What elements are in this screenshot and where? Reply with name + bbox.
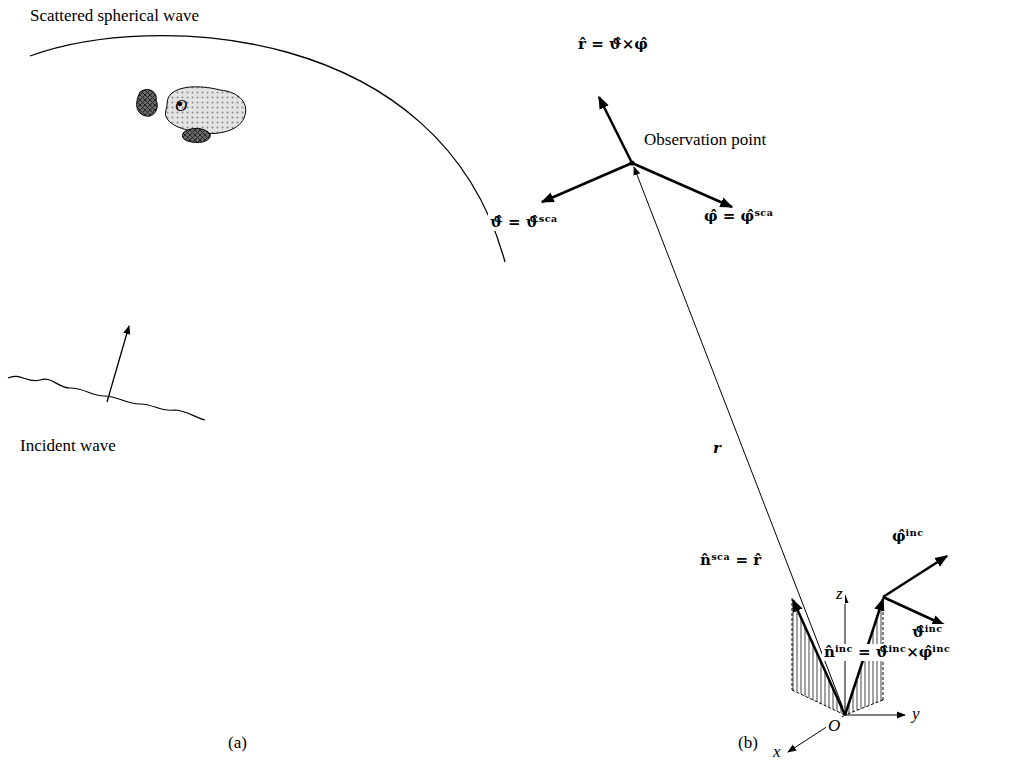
y-axis — [845, 715, 905, 716]
theta-inc-vector — [883, 597, 944, 625]
incident-arrow — [107, 326, 129, 402]
vector-label: ϑ̂ⁱⁿᶜ — [910, 624, 945, 641]
plane-edge — [845, 700, 883, 715]
origin-label: O — [175, 96, 187, 116]
scatterer-blob — [165, 87, 245, 134]
scatterer-blob — [182, 128, 210, 142]
panel-label: (a) — [228, 733, 247, 753]
theta-sca-vector — [542, 163, 632, 202]
vector-label: r̂ = ϑ̂×φ̂ — [576, 36, 650, 53]
scatterer-blob — [137, 90, 158, 117]
phi-sca-vector — [632, 163, 732, 207]
axis-label: x — [771, 742, 783, 762]
wave-front — [30, 36, 505, 262]
point-label: Observation point — [642, 130, 768, 150]
heading-label: Scattered spherical wave — [30, 6, 199, 26]
vector-label: ϑ̂ = ϑ̂ˢᶜᵃ — [488, 214, 560, 231]
phi-inc-vector — [883, 556, 947, 597]
panel-label: (b) — [738, 733, 758, 753]
plane-edge — [792, 598, 793, 690]
origin-label: O — [826, 716, 842, 736]
axis-label: z — [834, 584, 845, 604]
caption-label: Incident wave — [20, 436, 116, 456]
axis-label: y — [910, 704, 922, 724]
vector-label: φ̂ⁱⁿᶜ — [890, 528, 925, 545]
incident-wavefront — [8, 376, 205, 420]
vector-label: n̂ⁱⁿᶜ = ϑ̂ⁱⁿᶜ×φ̂ⁱⁿᶜ — [822, 644, 952, 661]
position-vector — [634, 167, 843, 708]
r-hat-vector — [599, 97, 632, 163]
x-axis — [788, 715, 845, 752]
vector-label: φ̂ = φ̂ˢᶜᵃ — [702, 208, 775, 225]
vector-label: n̂ˢᶜᵃ = r̂ — [698, 552, 763, 569]
vector-label: r — [711, 440, 723, 457]
